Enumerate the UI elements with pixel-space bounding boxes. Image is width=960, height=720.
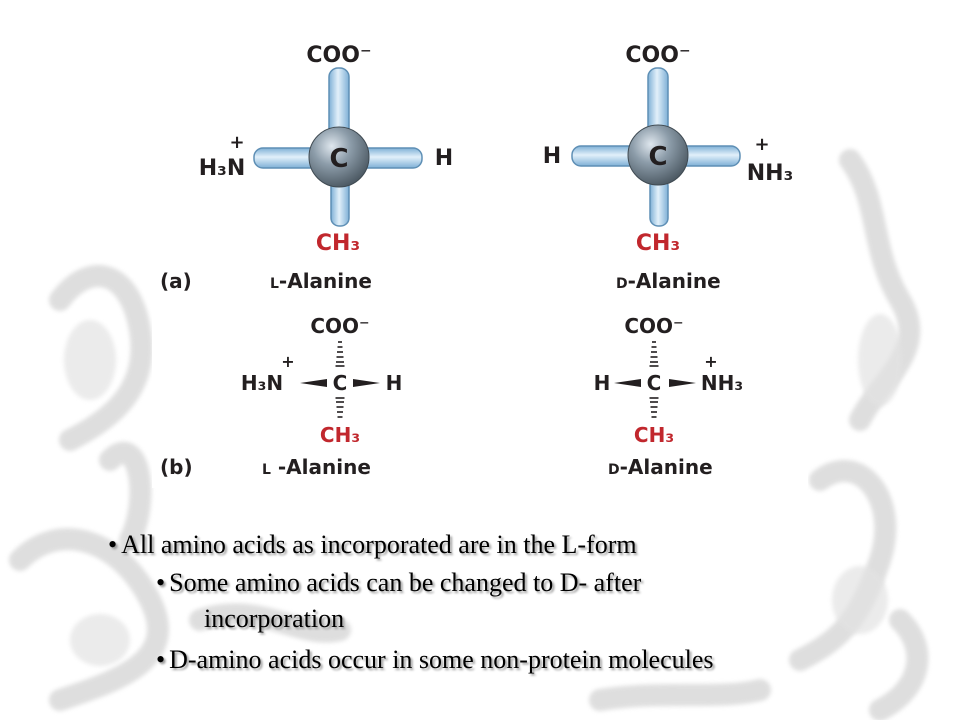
dashed-bond-down	[649, 397, 659, 418]
dashed-bond-down	[335, 397, 345, 418]
d-alanine-wedge-dash: COO⁻ H C NH₃ + CH₃	[594, 314, 744, 447]
wedge-bond-right	[669, 379, 696, 387]
d-prefix: D	[608, 462, 620, 478]
l-alanine-caption-b: L -Alanine	[262, 455, 371, 479]
carbon-label: C	[648, 142, 667, 172]
right-group-label: NH₃	[747, 161, 793, 186]
alanine-stereo-figure: C COO⁻ H₃N + H CH₃ C COO⁻ H NH₃ + CH₃ (a…	[152, 0, 808, 488]
l-alanine-ball-stick: C COO⁻ H₃N + H CH₃	[199, 43, 453, 256]
charge-plus: +	[704, 352, 717, 371]
wedge-bond-left	[614, 379, 641, 387]
right-group-label: H	[435, 146, 453, 171]
alanine-figure-svg: C COO⁻ H₃N + H CH₃ C COO⁻ H NH₃ + CH₃ (a…	[160, 43, 793, 479]
right-group-label: NH₃	[701, 371, 743, 395]
d-alanine-caption-a: D-Alanine	[616, 269, 721, 293]
left-group-label: H	[594, 371, 611, 395]
top-group-label: COO⁻	[624, 314, 683, 338]
methyl-label: CH₃	[320, 423, 360, 447]
caption-rest: -Alanine	[620, 455, 713, 479]
caption-rest: -Alanine	[279, 269, 372, 293]
charge-plus: +	[754, 134, 769, 155]
methyl-label: CH₃	[634, 423, 674, 447]
l-prefix: L	[262, 462, 271, 478]
charge-plus: +	[281, 352, 294, 371]
wedge-bond-right	[353, 379, 380, 387]
d-prefix: D	[616, 276, 628, 292]
top-group-label: COO⁻	[306, 43, 371, 68]
dashed-bond-up	[335, 341, 345, 367]
l-alanine-caption-a: L-Alanine	[270, 269, 372, 293]
methyl-label: CH₃	[636, 231, 680, 256]
caption-rest: -Alanine	[628, 269, 721, 293]
top-group-label: COO⁻	[310, 314, 369, 338]
panel-a-letter: (a)	[160, 269, 192, 293]
top-group-label: COO⁻	[625, 43, 690, 68]
left-group-label: H₃N	[241, 371, 283, 395]
caption-rest: -Alanine	[271, 455, 371, 479]
right-group-label: H	[386, 371, 403, 395]
l-alanine-wedge-dash: COO⁻ H₃N + C H CH₃	[241, 314, 403, 447]
carbon-sphere	[627, 124, 689, 186]
carbon-sphere	[308, 126, 370, 188]
d-alanine-ball-stick: C COO⁻ H NH₃ + CH₃	[543, 43, 793, 256]
wedge-bond-left	[300, 379, 327, 387]
carbon-label: C	[647, 371, 662, 395]
dashed-bond-up	[649, 341, 659, 367]
panel-b-letter: (b)	[160, 455, 193, 479]
left-group-label: H	[543, 144, 561, 169]
methyl-label: CH₃	[316, 231, 360, 256]
left-group-label: H₃N	[199, 156, 245, 181]
d-alanine-caption-b: D-Alanine	[608, 455, 713, 479]
carbon-label: C	[333, 371, 348, 395]
carbon-label: C	[329, 144, 348, 174]
l-prefix: L	[270, 276, 279, 292]
charge-plus: +	[229, 132, 244, 153]
